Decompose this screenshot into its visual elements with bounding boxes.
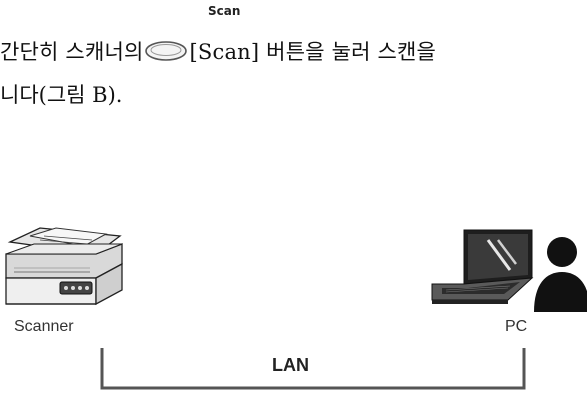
lan-label: LAN: [272, 355, 309, 375]
scanner-label: Scanner: [14, 318, 74, 335]
paragraph-line-2: 니다(그림 B).: [0, 83, 123, 107]
laptop-icon: [431, 229, 534, 304]
paragraph-text-after-icon: [Scan] 버튼을 눌러 스캔을: [189, 40, 437, 64]
scanner-icon: [5, 227, 123, 306]
pc-label: PC: [505, 318, 528, 335]
scan-button-icon: [144, 41, 187, 61]
paragraph-line-1: 간단히 스캐너의 [Scan] 버튼을 눌러 스캔을: [0, 36, 436, 66]
paragraph-text-before-icon: 간단히 스캐너의: [0, 40, 144, 64]
lan-bracket: [100, 348, 526, 390]
person-icon: [534, 237, 587, 312]
scan-button-caption: Scan: [208, 4, 241, 18]
